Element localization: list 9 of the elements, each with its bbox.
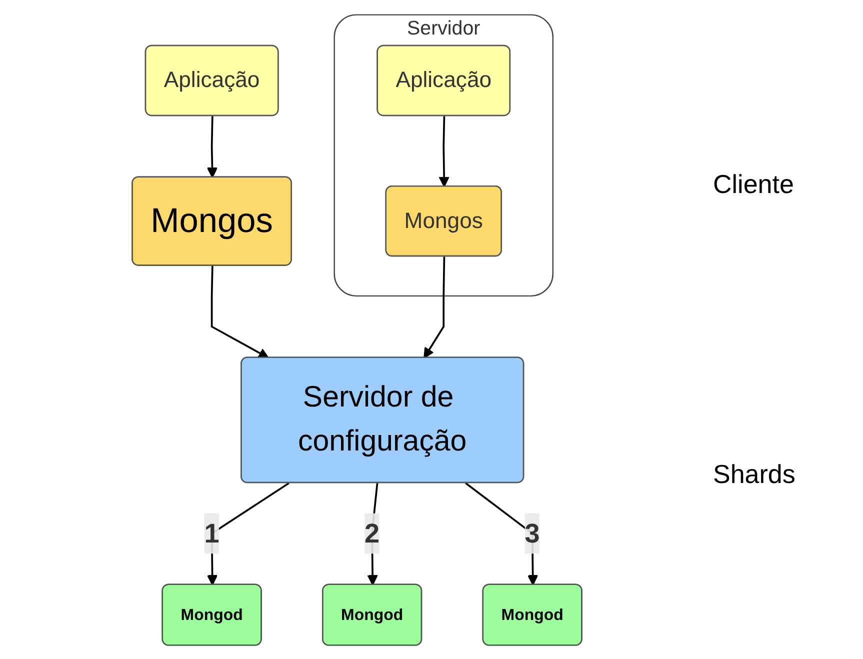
group-label: Cliente — [713, 169, 795, 200]
group-label: Shards — [713, 458, 796, 490]
edge-label: 3 — [524, 518, 540, 548]
arrow — [206, 116, 218, 178]
arrow — [438, 116, 449, 187]
arrow — [423, 256, 445, 358]
edge-label: 2 — [364, 518, 380, 548]
edge-label: 1 — [204, 518, 219, 548]
arrow — [210, 265, 268, 358]
